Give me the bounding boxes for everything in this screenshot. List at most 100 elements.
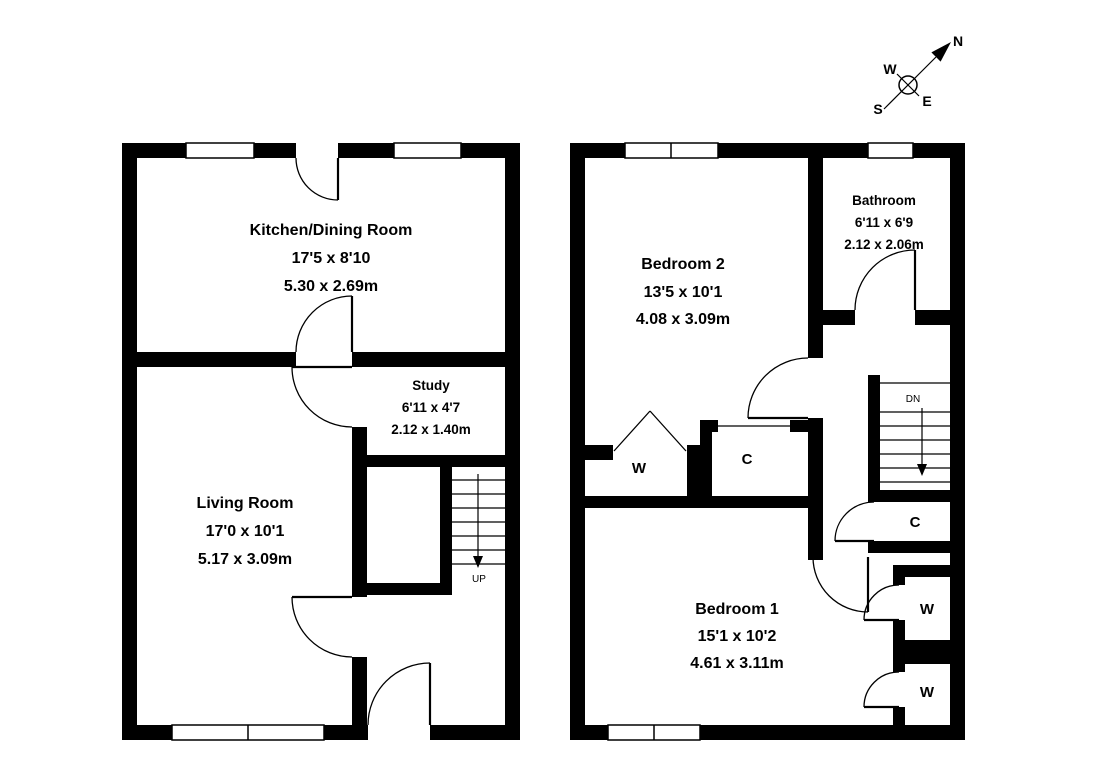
closet-label-wardrobe: W (920, 601, 935, 618)
room-name-kitchen: Kitchen/Dining Room (250, 222, 413, 239)
door-arc (854, 249, 916, 311)
ground-floor-plan: UP Kitchen/Dining Room 17'5 x 8'10 5.30 … (122, 142, 520, 741)
wall (570, 725, 608, 740)
room-imperial-kitchen: 17'5 x 8'10 (292, 250, 371, 267)
wall (505, 143, 520, 740)
window (393, 142, 462, 159)
wall (868, 541, 950, 553)
room-imperial-living: 17'0 x 10'1 (206, 523, 285, 540)
wall (868, 375, 880, 490)
wall (585, 445, 613, 460)
wall (430, 725, 520, 740)
door-arc (291, 596, 353, 658)
wall (440, 467, 452, 595)
room-imperial-bedroom1: 15'1 x 10'2 (698, 628, 777, 645)
stair-direction-arrowhead (917, 464, 927, 476)
compass-ns-axis (883, 56, 937, 110)
wall (893, 664, 905, 672)
wall (137, 352, 296, 367)
wall (893, 652, 950, 664)
closet-label-wardrobe: W (920, 684, 935, 701)
compass-east-label: E (922, 93, 931, 109)
door-arc (295, 295, 353, 353)
wall (122, 725, 172, 740)
door-arc (367, 662, 431, 726)
door-arc (834, 501, 875, 542)
first-floor-plan: DN Bedroom 2 13'5 x 10'1 4.08 x 3.09m Ba… (570, 142, 965, 741)
door-arc (863, 671, 900, 708)
wall (352, 352, 505, 367)
wall (585, 496, 808, 508)
wall (718, 143, 868, 158)
compass-north-arrowhead (931, 42, 951, 62)
wall (790, 420, 808, 432)
room-labels-first: Bedroom 2 13'5 x 10'1 4.08 x 3.09m Bathr… (632, 193, 935, 701)
wall (352, 427, 367, 597)
closet-label-cupboard: C (742, 451, 753, 468)
wall (687, 445, 700, 508)
door-arc (295, 157, 339, 201)
window (867, 142, 914, 159)
room-metric-kitchen: 5.30 x 2.69m (284, 278, 378, 295)
room-metric-study: 2.12 x 1.40m (391, 422, 471, 437)
doors-ground (291, 157, 432, 726)
window (185, 142, 255, 159)
room-labels-ground: Kitchen/Dining Room 17'5 x 8'10 5.30 x 2… (197, 222, 471, 568)
wall (700, 420, 712, 508)
walls-first (570, 143, 965, 740)
wall (808, 158, 823, 358)
closet-label-cupboard: C (910, 514, 921, 531)
wall (823, 310, 855, 325)
wall (913, 143, 965, 158)
wall (122, 143, 186, 158)
wall (893, 577, 905, 585)
wall (893, 565, 950, 577)
wall (367, 583, 452, 595)
room-metric-bathroom: 2.12 x 2.06m (844, 237, 924, 252)
door-arc (863, 584, 900, 621)
compass-north-label: N (953, 33, 963, 49)
door-arc (291, 366, 353, 428)
wall (950, 143, 965, 740)
windows-ground (171, 142, 462, 741)
wall (122, 143, 137, 740)
room-name-study: Study (412, 378, 450, 393)
wall (893, 707, 905, 725)
wall (324, 725, 368, 740)
wall (868, 490, 950, 502)
room-imperial-bathroom: 6'11 x 6'9 (855, 215, 913, 230)
compass-south-label: S (873, 101, 882, 117)
stairs-up-label: UP (472, 574, 486, 585)
compass-west-label: W (883, 61, 897, 77)
room-metric-bedroom1: 4.61 x 3.11m (690, 655, 783, 672)
compass-we-axis (896, 73, 920, 97)
room-metric-living: 5.17 x 3.09m (198, 551, 292, 568)
bifold-door-leaf (649, 410, 687, 452)
wall (570, 143, 625, 158)
wall (570, 143, 585, 740)
room-name-living: Living Room (197, 495, 294, 512)
windows-first (607, 142, 914, 741)
closet-label-wardrobe: W (632, 460, 647, 477)
room-imperial-bedroom2: 13'5 x 10'1 (644, 284, 723, 301)
room-name-bedroom1: Bedroom 1 (695, 601, 779, 618)
wall (338, 143, 394, 158)
door-arc (812, 556, 869, 613)
door-arc (747, 357, 809, 419)
room-name-bathroom: Bathroom (852, 193, 916, 208)
wall (254, 143, 296, 158)
wall (808, 418, 823, 560)
stairs-up: UP (452, 474, 505, 585)
wall (352, 455, 520, 467)
compass-hub (898, 75, 918, 95)
wall (915, 310, 950, 325)
stair-direction-arrowhead (473, 556, 483, 568)
stairs-down-label: DN (906, 394, 920, 405)
wall (893, 640, 950, 652)
wall (461, 143, 520, 158)
room-name-bedroom2: Bedroom 2 (641, 256, 725, 273)
wall (700, 725, 965, 740)
walls-ground (122, 143, 520, 740)
